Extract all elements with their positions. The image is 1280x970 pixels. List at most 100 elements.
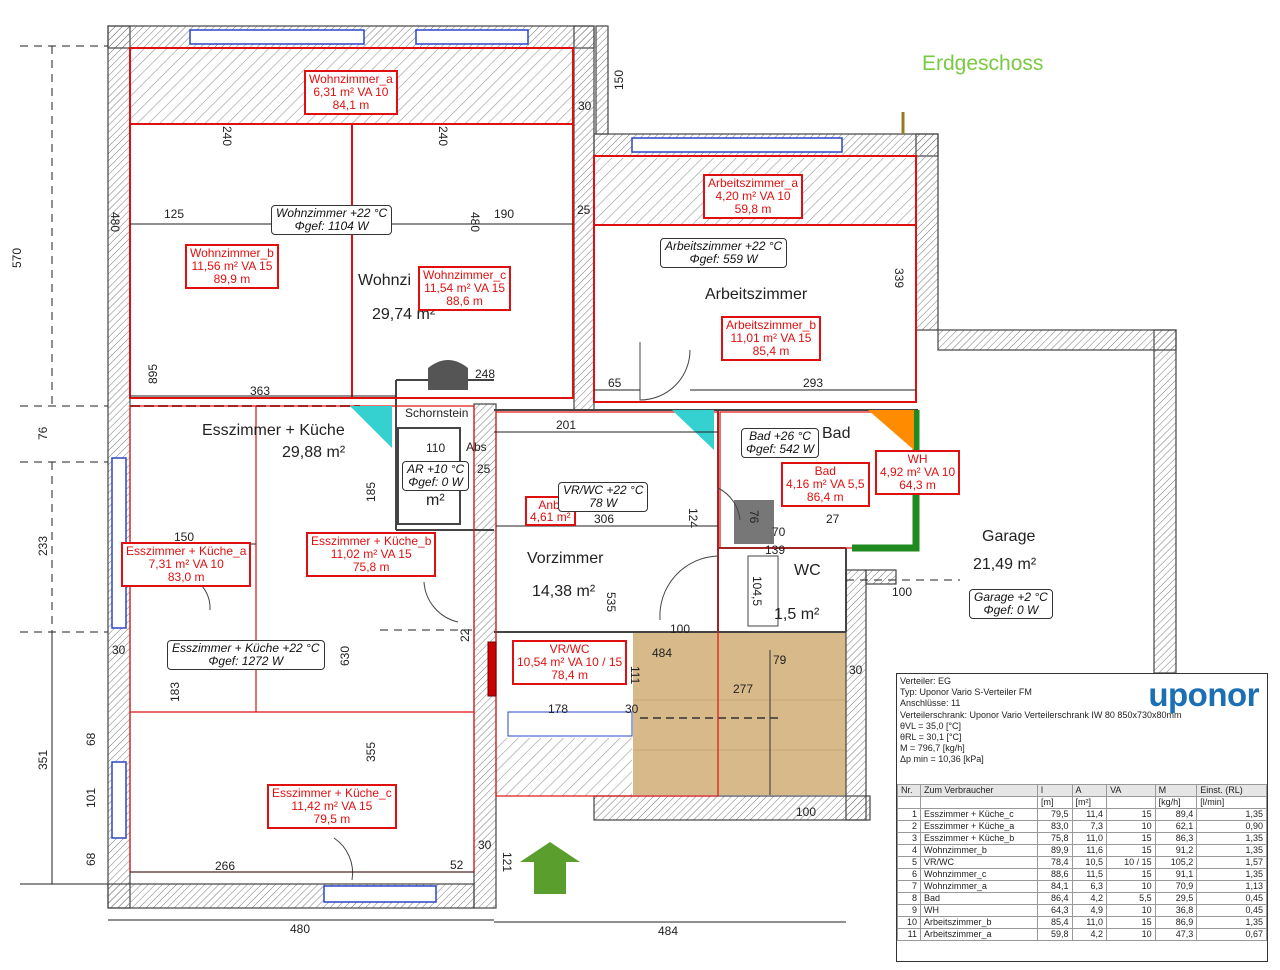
manifold-info: Verteiler: EG Typ: Uponor Vario S-Vertei… xyxy=(900,676,1182,765)
dim-240: 240 xyxy=(220,126,234,147)
dim-79: 79 xyxy=(773,653,787,667)
wall-wohn-east xyxy=(573,25,595,411)
dim-178: 178 xyxy=(548,702,569,716)
dim-101: 101 xyxy=(84,787,98,808)
dim-484: 484 xyxy=(658,924,679,938)
dim-125: 125 xyxy=(164,207,185,221)
uponor-logo: uponor xyxy=(1148,676,1259,713)
dim-139: 139 xyxy=(765,543,786,557)
manifold-table: Nr. Zum Verbraucher l A VA M Einst. (RL)… xyxy=(897,784,1267,941)
room-name-garage: Garage xyxy=(982,528,1036,545)
dim-201: 201 xyxy=(556,418,577,432)
dim-150: 150 xyxy=(174,530,195,544)
room-name-arbeitszimmer: Arbeitszimmer xyxy=(705,286,808,303)
dim-68: 68 xyxy=(84,732,98,746)
zone-outline-arbeitszimmer xyxy=(593,155,917,403)
dim-100: 100 xyxy=(892,585,913,599)
dim-30: 30 xyxy=(478,838,492,852)
dim-25: 25 xyxy=(577,203,591,217)
dim-30: 30 xyxy=(625,702,639,716)
dim-124: 124 xyxy=(686,508,700,529)
dim-484: 484 xyxy=(652,646,673,660)
room-area-ar: m² xyxy=(426,492,445,509)
manifold-panel: Verteiler: EG Typ: Uponor Vario S-Vertei… xyxy=(896,673,1268,962)
dim-306: 306 xyxy=(594,512,615,526)
wall-east-arbeits xyxy=(915,133,939,331)
room-name-wohnzimmer: Wohnzi xyxy=(358,272,412,289)
hatch-vorzimmer xyxy=(496,738,632,796)
wall-garage-north xyxy=(937,329,1177,351)
dim-185: 185 xyxy=(364,481,378,502)
table-unit-row: [m] [m²] [kg/h] [l/min] xyxy=(897,796,1267,809)
dim-480: 480 xyxy=(290,922,311,936)
zone-outline-vorzimmer xyxy=(495,411,719,797)
dim-233: 233 xyxy=(36,535,50,556)
room-area-vorzimmer: 14,38 m² xyxy=(532,583,596,600)
dim-170: 70 xyxy=(772,525,786,539)
wall-north-wedge xyxy=(595,25,609,135)
dim-111: 111 xyxy=(628,666,642,685)
dim-100: 100 xyxy=(670,622,691,636)
dim-535: 535 xyxy=(604,592,618,613)
dim-293: 293 xyxy=(803,376,824,390)
dim-104-5: 104,5 xyxy=(750,576,764,607)
dim-240: 240 xyxy=(436,126,450,147)
dim-76: 76 xyxy=(36,426,50,440)
label-abstell: Abs xyxy=(466,440,487,454)
dim-355: 355 xyxy=(364,741,378,762)
room-area-garage: 21,49 m² xyxy=(973,556,1037,573)
dim-68: 68 xyxy=(84,852,98,866)
floor-title: Erdgeschoss xyxy=(922,52,1044,75)
table-header-row: Nr. Zum Verbraucher l A VA M Einst. (RL) xyxy=(897,784,1267,797)
room-name-wc: WC xyxy=(794,562,821,579)
dim-25: 25 xyxy=(477,462,491,476)
room-area-esszimmer: 29,88 m² xyxy=(282,444,346,461)
wall-bath-south xyxy=(593,795,871,821)
dim-895: 895 xyxy=(146,363,160,384)
dim-150: 150 xyxy=(612,69,626,90)
dim-339: 339 xyxy=(892,268,906,289)
dim-52: 52 xyxy=(450,858,464,872)
dim-22: 22 xyxy=(458,628,472,642)
dim-351: 351 xyxy=(36,749,50,770)
dim-30: 30 xyxy=(578,99,592,113)
room-area-wc: 1,5 m² xyxy=(774,606,820,623)
dim-363: 363 xyxy=(250,384,271,398)
wood-floor xyxy=(633,632,846,795)
dim-480: 480 xyxy=(468,212,482,233)
room-name-esszimmer: Esszimmer + Küche xyxy=(202,422,345,439)
room-name-vorzimmer: Vorzimmer xyxy=(527,550,604,567)
dim-277: 277 xyxy=(733,682,754,696)
dim-76: 76 xyxy=(747,510,761,524)
wall-garage-inner-top xyxy=(865,569,897,585)
dim-190: 190 xyxy=(494,207,515,221)
wall-garage-east xyxy=(1153,329,1177,674)
dim-266: 266 xyxy=(215,859,236,873)
